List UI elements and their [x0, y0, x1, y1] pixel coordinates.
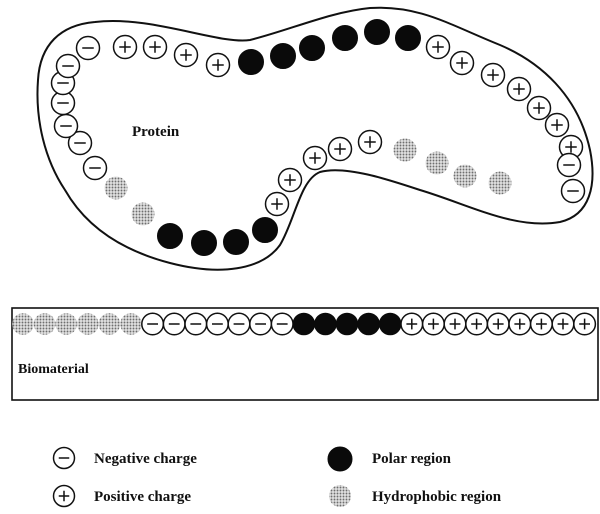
- hydrophobic-region-bead: [489, 172, 512, 195]
- positive-charge-bead: [508, 78, 531, 101]
- polar-region-bead: [333, 26, 358, 51]
- negative-charge-bead: [271, 313, 293, 335]
- positive-charge-bead: [531, 313, 553, 335]
- positive-charge-bead: [574, 313, 596, 335]
- positive-charge-bead: [175, 44, 198, 67]
- hydrophobic-region-bead: [77, 313, 99, 335]
- negative-charge-bead: [77, 37, 100, 60]
- positive-charge-bead: [359, 131, 382, 154]
- negative-charge-bead: [84, 157, 107, 180]
- legend-hydrophobic-region-icon: [329, 485, 351, 507]
- positive-charge-bead: [528, 97, 551, 120]
- hydrophobic-region-bead: [99, 313, 121, 335]
- positive-charge-bead: [487, 313, 509, 335]
- legend-label-positive: Positive charge: [94, 489, 191, 505]
- positive-charge-bead: [329, 138, 352, 161]
- polar-region-bead: [379, 313, 401, 335]
- legend: Negative charge Polar region Positive ch…: [54, 447, 502, 507]
- hydrophobic-region-bead: [12, 313, 34, 335]
- hydrophobic-region-bead: [394, 139, 417, 162]
- legend-label-negative: Negative charge: [94, 451, 197, 467]
- polar-region-bead: [192, 231, 217, 256]
- protein-label: Protein: [132, 124, 180, 140]
- negative-charge-bead: [207, 313, 229, 335]
- polar-region-bead: [336, 313, 358, 335]
- negative-charge-bead: [562, 180, 585, 203]
- hydrophobic-region-bead: [34, 313, 56, 335]
- positive-charge-bead: [207, 54, 230, 77]
- positive-charge-bead: [444, 313, 466, 335]
- legend-negative-charge-icon: [54, 448, 75, 469]
- hydrophobic-region-bead: [426, 152, 449, 175]
- positive-charge-bead: [451, 52, 474, 75]
- polar-region-bead: [239, 50, 264, 75]
- positive-charge-bead: [509, 313, 531, 335]
- hydrophobic-region-bead: [120, 313, 142, 335]
- legend-label-polar: Polar region: [372, 451, 452, 467]
- negative-charge-bead: [163, 313, 185, 335]
- positive-charge-bead: [466, 313, 488, 335]
- legend-polar-region-icon: [328, 447, 352, 471]
- positive-charge-bead: [114, 36, 137, 59]
- negative-charge-bead: [250, 313, 272, 335]
- positive-charge-bead: [423, 313, 445, 335]
- polar-region-bead: [396, 26, 421, 51]
- positive-charge-bead: [304, 147, 327, 170]
- biomaterial-bead-row: [12, 313, 595, 335]
- negative-charge-bead: [558, 154, 581, 177]
- negative-charge-bead: [55, 115, 78, 138]
- negative-charge-bead: [185, 313, 207, 335]
- hydrophobic-region-bead: [454, 165, 477, 188]
- hydrophobic-region-bead: [105, 177, 128, 200]
- polar-region-bead: [315, 313, 337, 335]
- positive-charge-bead: [401, 313, 423, 335]
- hydrophobic-region-bead: [55, 313, 77, 335]
- positive-charge-bead: [552, 313, 574, 335]
- negative-charge-bead: [228, 313, 250, 335]
- polar-region-bead: [293, 313, 315, 335]
- polar-region-bead: [253, 218, 278, 243]
- biomaterial-label: Biomaterial: [18, 362, 89, 377]
- hydrophobic-region-bead: [132, 203, 155, 226]
- positive-charge-bead: [279, 169, 302, 192]
- positive-charge-bead: [482, 64, 505, 87]
- positive-charge-bead: [144, 36, 167, 59]
- positive-charge-bead: [546, 114, 569, 137]
- positive-charge-bead: [427, 36, 450, 59]
- negative-charge-bead: [142, 313, 164, 335]
- polar-region-bead: [158, 224, 183, 249]
- legend-label-hydrophobic: Hydrophobic region: [372, 489, 502, 505]
- polar-region-bead: [271, 44, 296, 69]
- polar-region-bead: [300, 36, 325, 61]
- polar-region-bead: [365, 20, 390, 45]
- negative-charge-bead: [57, 55, 80, 78]
- polar-region-bead: [224, 230, 249, 255]
- legend-positive-charge-icon: [54, 486, 75, 507]
- polar-region-bead: [358, 313, 380, 335]
- positive-charge-bead: [266, 193, 289, 216]
